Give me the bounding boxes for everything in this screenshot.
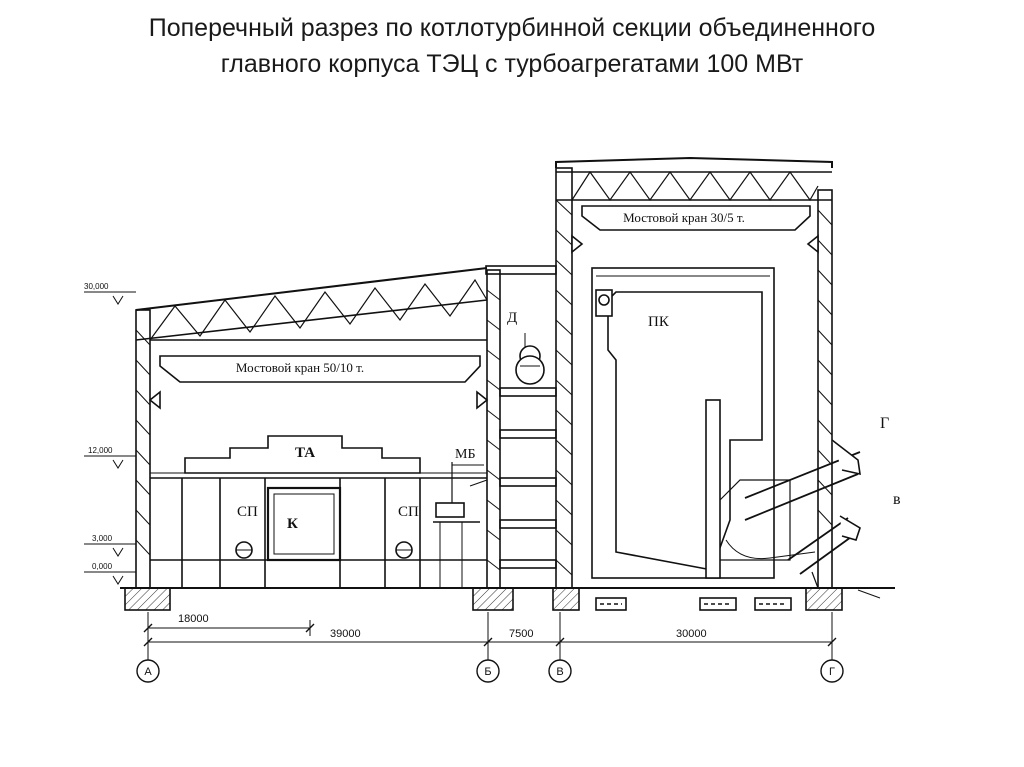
- boiler-label: ПК: [648, 314, 670, 330]
- elevation-marks: 30,000 12,000 3,000 0,000: [84, 282, 136, 585]
- dim-30000: 30000: [676, 628, 707, 640]
- crane-label-boiler-house: Мостовой кран 30/5 т.: [623, 210, 745, 225]
- boiler: ПК: [591, 267, 816, 579]
- boiler-house-crane: Мостовой кран 30/5 т.: [581, 205, 811, 231]
- axis-g: Г: [829, 666, 835, 678]
- dim-18000: 18000: [178, 613, 209, 625]
- elevation-0000: 0,000: [92, 562, 113, 571]
- turbine-unit-label: ТА: [295, 445, 315, 461]
- heater-left-label: СП: [237, 504, 258, 520]
- flue-ducts: Г в: [744, 415, 901, 589]
- condenser: К: [266, 486, 342, 562]
- turbine-unit: ТА: [184, 435, 421, 474]
- elevation-30000: 30,000: [84, 282, 109, 291]
- boiler-house-frame: [571, 189, 833, 589]
- dim-39000: 39000: [330, 628, 361, 640]
- heater-right: СП: [395, 504, 419, 559]
- axis-a: А: [144, 666, 152, 678]
- heater-right-label: СП: [398, 504, 419, 520]
- axis-b: Б: [484, 666, 491, 678]
- duct-g-label: Г: [880, 415, 889, 432]
- elevation-12000: 12,000: [88, 446, 113, 455]
- title-line-1: Поперечный разрез по котлотурбинной секц…: [148, 14, 876, 42]
- dimension-lines: 18000 39000 7500 30000: [143, 612, 837, 660]
- duct-v-label: в: [893, 491, 901, 508]
- deaerator: Д: [507, 310, 545, 385]
- oil-tank: МБ: [433, 447, 488, 588]
- turbine-hall-roof-truss: [135, 265, 557, 341]
- turbine-hall-crane: Мостовой кран 50/10 т.: [159, 355, 481, 383]
- elevation-3000: 3,000: [92, 534, 113, 543]
- condenser-label: К: [287, 516, 298, 532]
- boiler-house-roof-truss: [555, 156, 833, 202]
- ground-line: [120, 587, 895, 611]
- oil-tank-label: МБ: [455, 447, 476, 462]
- dim-7500: 7500: [509, 628, 533, 640]
- slide-title: Поперечный разрез по котлотурбинной секц…: [0, 10, 1024, 82]
- axis-markers: А Б В Г: [136, 659, 844, 683]
- deaerator-label: Д: [507, 310, 517, 326]
- heater-left: СП: [235, 504, 258, 559]
- deaerator-bay: [486, 167, 573, 589]
- axis-v: В: [556, 666, 563, 678]
- title-line-2: главного корпуса ТЭЦ с турбоагрегатами 1…: [220, 50, 804, 78]
- crane-label-turbine-hall: Мостовой кран 50/10 т.: [236, 360, 364, 375]
